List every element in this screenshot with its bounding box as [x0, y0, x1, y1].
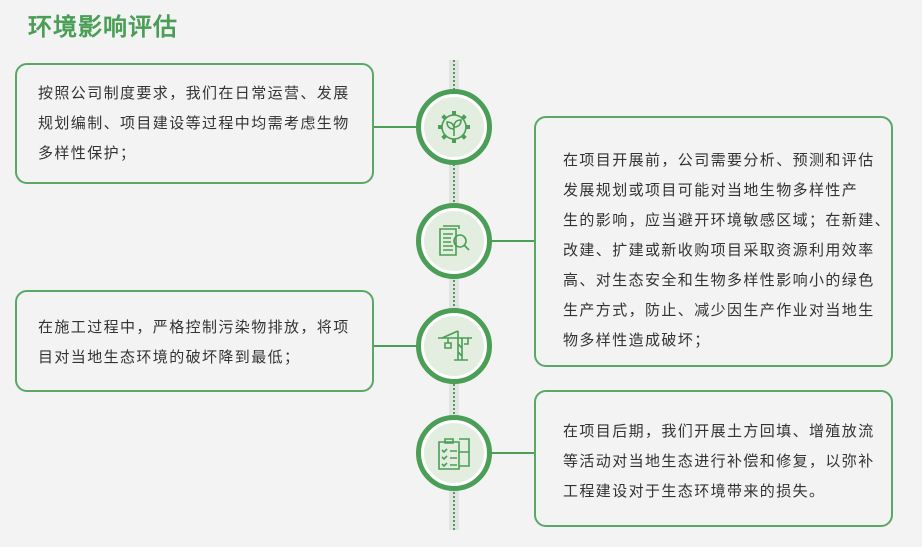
connector — [490, 452, 535, 454]
timeline-node — [416, 415, 492, 491]
card-text: 工程建设对于生态环境带来的损失。 — [563, 482, 826, 500]
document-search-icon — [439, 225, 470, 256]
card-text: 生的影响，应当避开环境敏感区域；在新建、 — [563, 211, 892, 229]
card-text: 高、对生态安全和生物多样性影响小的绿色 — [563, 271, 875, 289]
card-text: 生产方式，防止、减少因生产作业对当地生 — [563, 301, 875, 319]
page-title: 环境影响评估 — [28, 13, 178, 41]
card-text: 改建、扩建或新收购项目采取资源利用效率 — [563, 241, 875, 259]
card-text: 目对当地生态环境的破坏降到最低； — [38, 348, 301, 366]
card-text: 在施工过程中，严格控制污染物排放，将项 — [38, 318, 350, 336]
timeline-node — [416, 203, 492, 279]
timeline-spine — [449, 60, 459, 530]
card-post-project: 在项目后期，我们开展土方回填、增殖放流 等活动对当地生态进行补偿和修复，以弥补 … — [534, 390, 893, 527]
gear-leaf-icon — [438, 111, 470, 143]
card-construction: 在施工过程中，严格控制污染物排放，将项 目对当地生态环境的破坏降到最低； — [15, 290, 374, 392]
timeline-node — [416, 308, 492, 384]
card-text: 发展规划或项目可能对当地生物多样性产 — [563, 181, 859, 199]
card-text: 多样性保护； — [38, 144, 137, 162]
crane-icon — [438, 330, 472, 361]
card-daily-operations: 按照公司制度要求，我们在日常运营、发展 规划编制、项目建设等过程中均需考虑生物 … — [15, 63, 374, 184]
card-text: 等活动对当地生态进行补偿和修复，以弥补 — [563, 452, 875, 470]
card-text: 在项目后期，我们开展土方回填、增殖放流 — [563, 422, 875, 440]
connector — [373, 126, 418, 128]
connector — [490, 240, 535, 242]
card-pre-project: 在项目开展前，公司需要分析、预测和评估 发展规划或项目可能对当地生物多样性产 生… — [534, 116, 893, 367]
card-text: 在项目开展前，公司需要分析、预测和评估 — [563, 151, 875, 169]
connector — [373, 345, 418, 347]
card-text: 规划编制、项目建设等过程中均需考虑生物 — [38, 114, 350, 132]
checklist-icon — [438, 438, 470, 470]
timeline-node — [416, 89, 492, 165]
card-text: 按照公司制度要求，我们在日常运营、发展 — [38, 84, 350, 102]
card-text: 物多样性造成破坏； — [563, 331, 711, 349]
